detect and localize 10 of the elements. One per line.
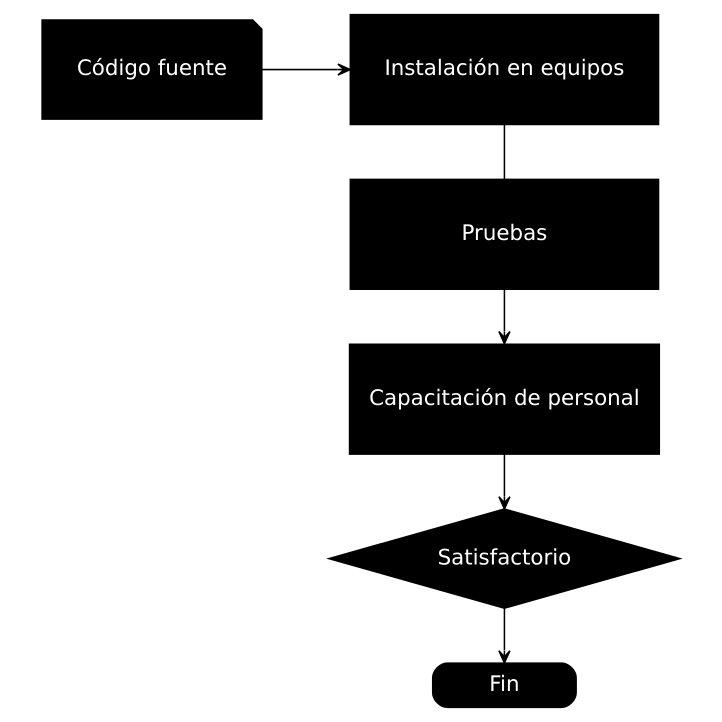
arrow [498, 454, 511, 510]
arrow [262, 63, 351, 76]
arrow [498, 608, 511, 664]
node-box: Instalación en equipos [350, 14, 660, 126]
arrow [498, 289, 511, 344]
node-box: Fin [432, 662, 577, 708]
connector [504, 124, 506, 179]
node-diamond: Satisfactorio [326, 508, 683, 609]
node-box: Pruebas [350, 178, 660, 290]
node-box: Capacitación de personal [348, 343, 660, 455]
